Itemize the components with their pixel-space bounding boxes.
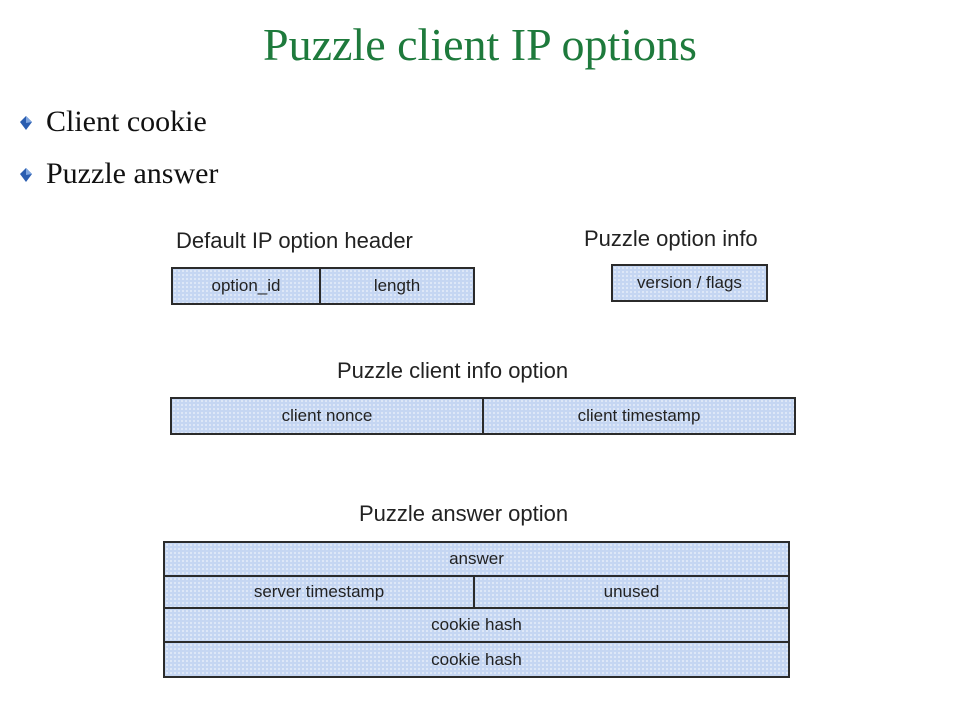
answer-row-4: cookie hash: [163, 641, 790, 678]
field-cookie-hash-1: cookie hash: [163, 607, 790, 643]
answer-row-3: cookie hash: [163, 607, 790, 643]
bullet-list: Client cookie Puzzle answer: [14, 96, 218, 200]
field-server-timestamp: server timestamp: [163, 575, 475, 609]
default-header-fields: option_id length: [171, 267, 475, 305]
answer-row-1: answer: [163, 541, 790, 577]
client-info-fields: client nonce client timestamp: [170, 397, 796, 435]
field-client-timestamp: client timestamp: [482, 397, 796, 435]
field-option-id: option_id: [171, 267, 321, 305]
bullet-label: Puzzle answer: [46, 157, 219, 190]
field-length: length: [319, 267, 475, 305]
puzzle-info-fields: version / flags: [611, 264, 768, 302]
answer-row-2: server timestamp unused: [163, 575, 790, 609]
client-info-title: Puzzle client info option: [337, 358, 569, 383]
field-unused: unused: [473, 575, 790, 609]
slide-title: Puzzle client IP options: [263, 19, 697, 70]
field-cookie-hash-2: cookie hash: [163, 641, 790, 678]
bullet-label: Client cookie: [46, 105, 207, 138]
diamond-bullet-icon: [20, 168, 32, 182]
field-client-nonce: client nonce: [170, 397, 484, 435]
field-answer: answer: [163, 541, 790, 577]
bullet-item-client-cookie: Client cookie: [14, 96, 218, 148]
diamond-bullet-icon: [20, 116, 32, 130]
bullet-item-puzzle-answer: Puzzle answer: [14, 148, 218, 200]
default-header-title: Default IP option header: [176, 228, 413, 253]
field-version-flags: version / flags: [611, 264, 768, 302]
answer-option-title: Puzzle answer option: [359, 501, 569, 526]
puzzle-info-title: Puzzle option info: [584, 226, 758, 251]
